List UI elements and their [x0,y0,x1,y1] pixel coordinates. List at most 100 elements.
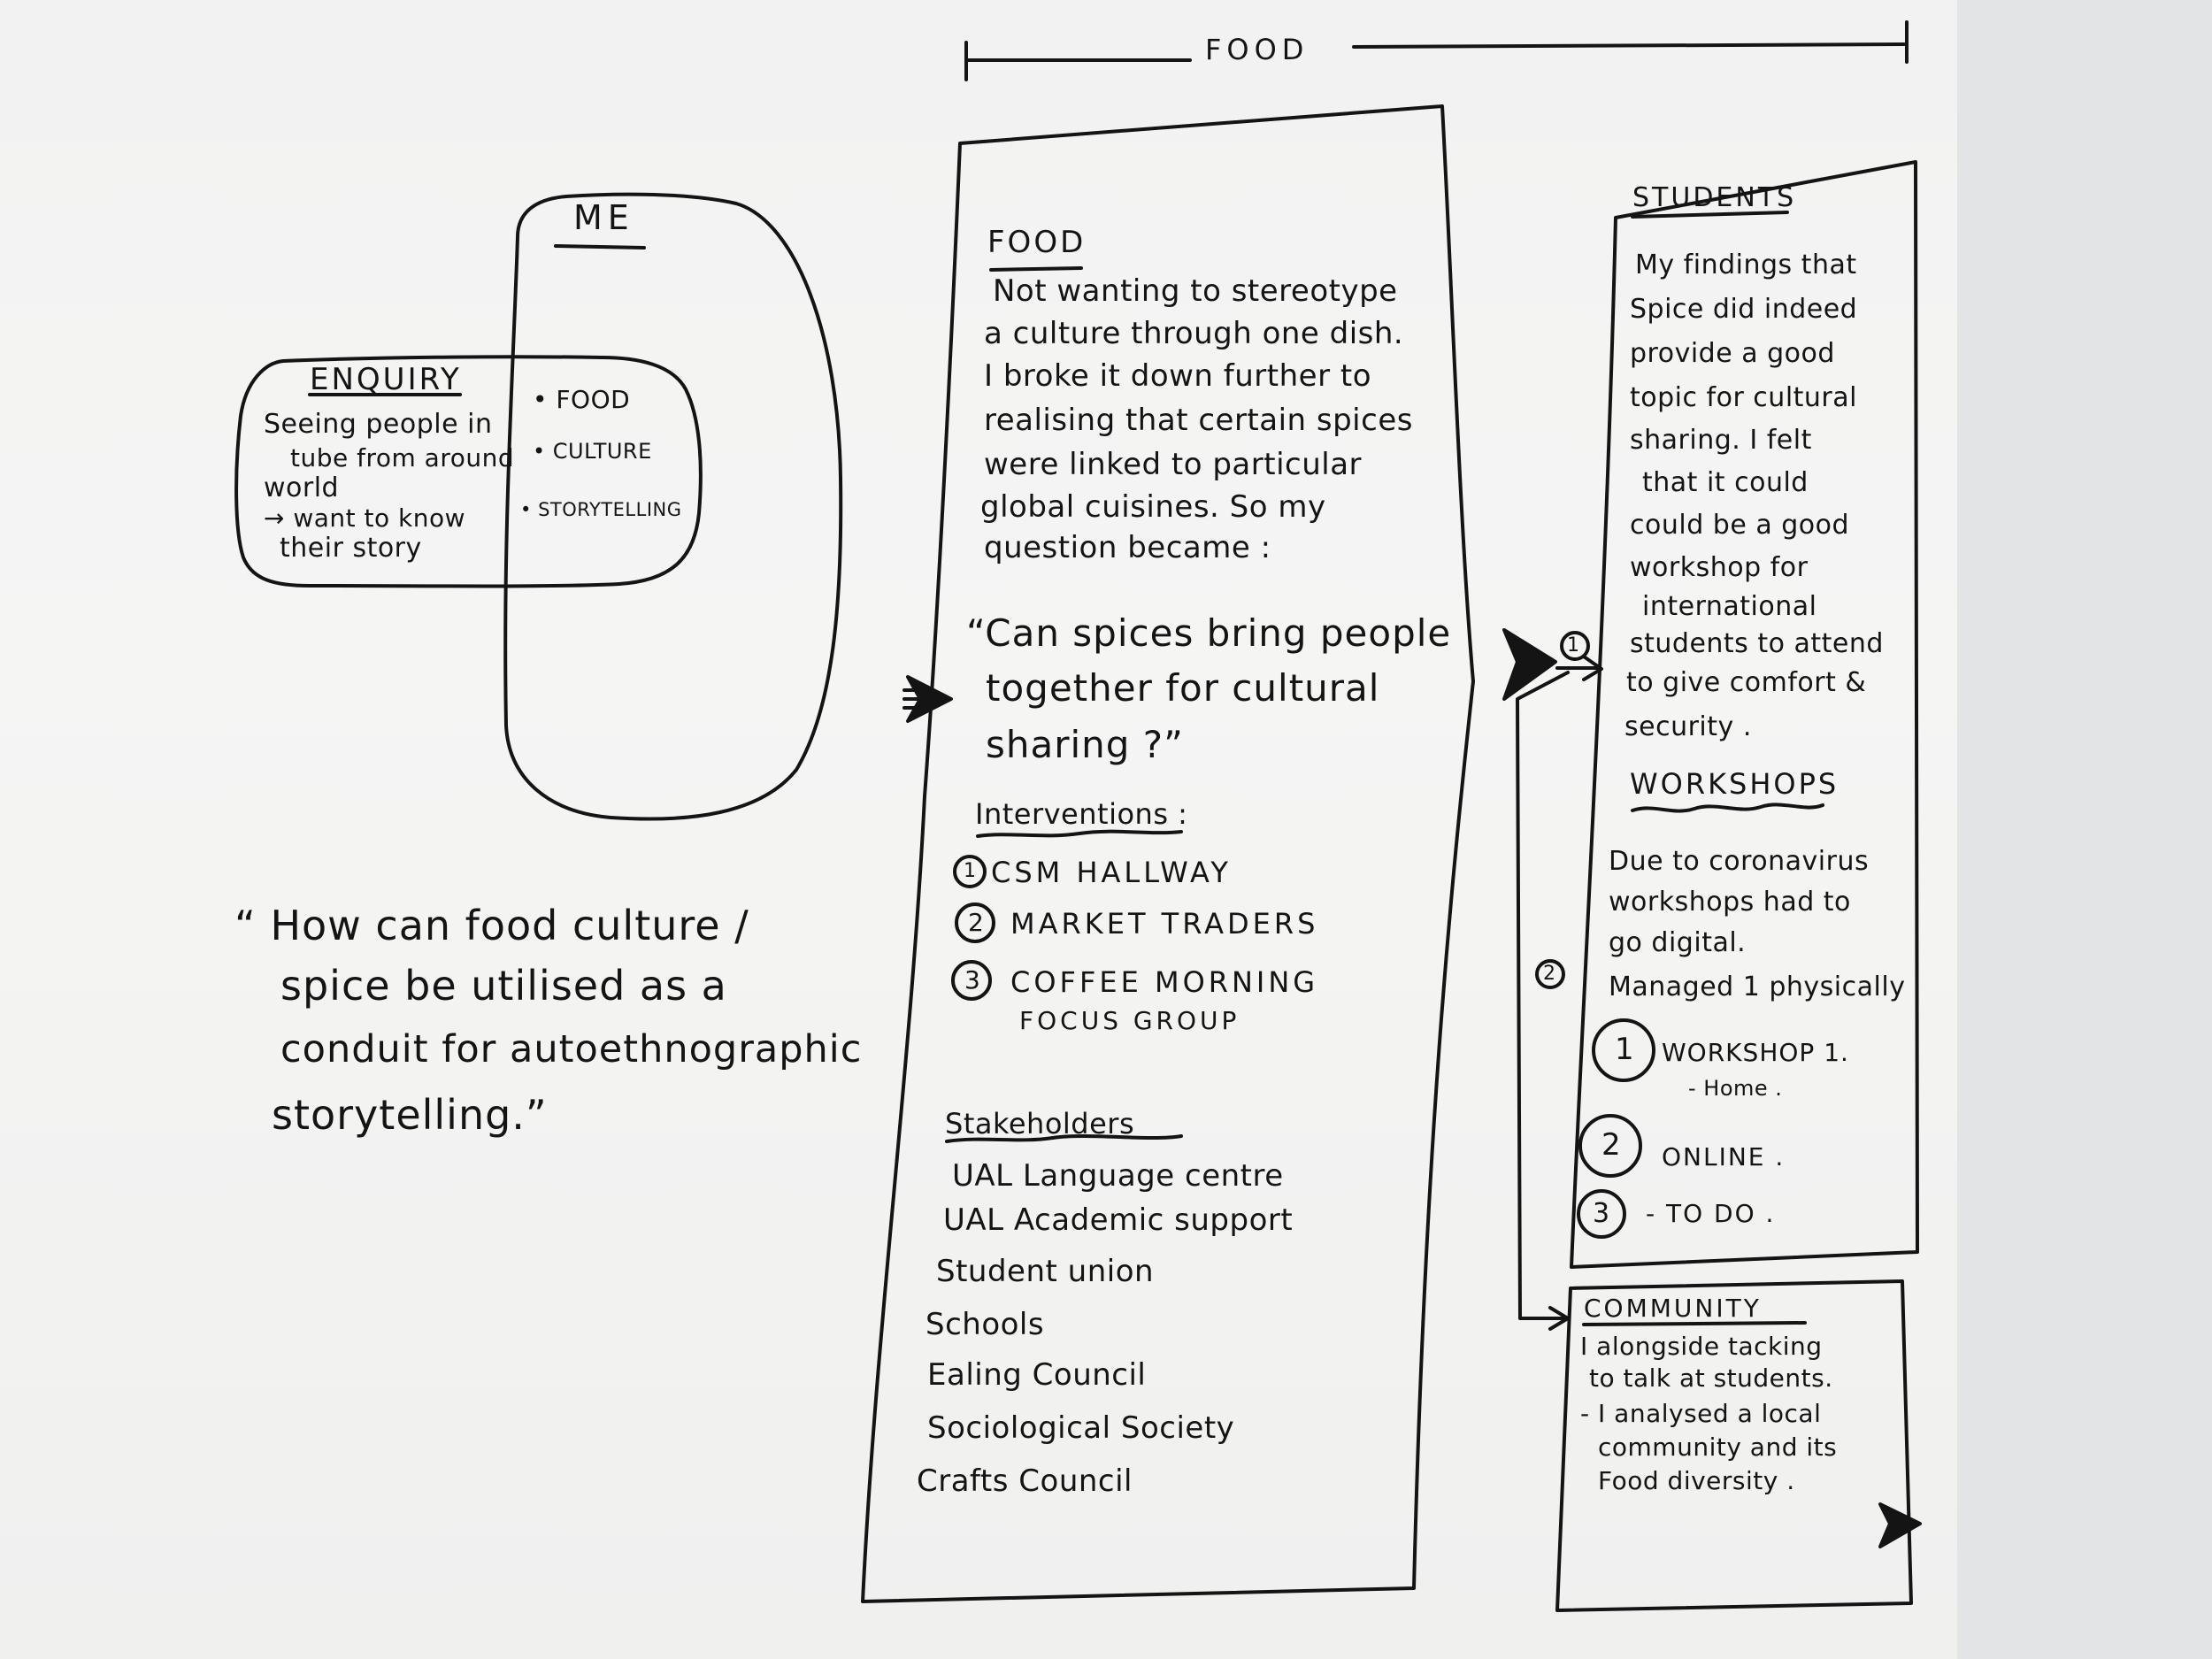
enquiry-line: tube from around [290,443,515,472]
workshops-line: workshops had to [1609,887,1851,918]
workshop-num: 2 [1601,1127,1622,1163]
workshop-label: - TO DO . [1646,1199,1776,1228]
stakeholder: UAL Academic support [943,1202,1294,1238]
food-question-line: “Can spices bring people [966,611,1452,655]
workshops-line: go digital. [1609,927,1747,958]
intervention-num: 2 [968,908,985,937]
intervention-circle-1 [953,855,987,888]
workshop-circle-2 [1578,1114,1642,1178]
interventions-title: Interventions : [975,797,1188,831]
arrow-into-food-tail [902,688,926,710]
question-line: conduit for autoethnographic [280,1027,863,1071]
intervention-label: MARKET TRADERS [1010,907,1319,941]
workshops-title: WORKSHOPS [1630,767,1839,801]
background-strip [1957,0,2212,1659]
question-line: “ How can food culture / [234,902,749,949]
food-intro-line: global cuisines. So my [980,489,1326,525]
overlap-item-label: STORYTELLING [538,499,682,520]
enquiry-line: their story [280,533,422,564]
enquiry-line: → want to know [264,503,466,533]
food-question-line: sharing ?” [986,723,1184,766]
workshops-line: Managed 1 physically [1609,972,1906,1002]
paper-sheet [0,0,1957,1659]
food-intro-line: Not wanting to stereotype [993,273,1398,309]
students-line: My findings that [1635,250,1857,280]
banner-title: FOOD [1205,33,1310,66]
community-line: I alongside tacking [1580,1332,1823,1361]
stakeholder: UAL Language centre [952,1158,1284,1194]
community-line: - I analysed a local [1580,1399,1822,1428]
food-title-underline [989,266,1083,272]
enquiry-line: world [264,472,340,503]
enquiry-line: Seeing people in [264,409,493,440]
workshop-num: 3 [1593,1198,1610,1229]
community-title: COMMUNITY [1584,1294,1762,1323]
workshop-circle-3 [1577,1189,1626,1239]
connector-label-2: 2 [1543,963,1556,985]
students-line: students to attend [1630,628,1884,659]
stakeholder: Schools [926,1307,1045,1342]
me-label: ME [573,198,634,237]
intervention-label: CSM HALLWAY [991,856,1232,889]
community-line: community and its [1598,1432,1838,1462]
stakeholders-title: Stakeholders [945,1107,1135,1141]
workshop-label: WORKSHOP 1. [1662,1038,1849,1067]
workshops-underline [1631,803,1824,813]
workshops-line: Due to coronavirus [1609,846,1870,877]
students-title-underline [1631,211,1789,219]
overlap-item: • FOOD [533,385,631,414]
stakeholder: Sociological Society [927,1410,1235,1446]
overlap-item-label: FOOD [556,385,631,414]
question-line: storytelling.” [272,1091,548,1139]
students-column-border [1570,160,1919,1269]
connector-2 [1516,671,1570,1320]
connector-circle-2 [1535,959,1565,989]
intervention-num: 1 [964,860,977,882]
intervention-circle-2 [955,902,995,943]
intervention-label-cont: FOCUS GROUP [1019,1006,1240,1035]
connector-circle-1 [1560,631,1590,661]
intervention-circle-3 [951,960,992,1001]
food-title: FOOD [987,225,1087,260]
students-line: topic for cultural [1630,382,1857,413]
stakeholder: Crafts Council [917,1463,1133,1499]
community-line: to talk at students. [1589,1363,1833,1393]
stakeholders-underline [945,1134,1183,1143]
enquiry-title: ENQUIRY [310,362,462,397]
food-intro-line: a culture through one dish. [984,316,1404,351]
food-intro-line: question became : [984,530,1271,565]
arrow-out-community [1878,1502,1922,1548]
students-line: international [1642,591,1817,622]
students-line: Spice did indeed [1630,294,1858,325]
question-line: spice be utilised as a [280,962,727,1010]
students-line: that it could [1642,467,1809,498]
food-question-line: together for cultural [986,666,1380,710]
workshop-num: 1 [1615,1032,1635,1067]
students-line: sharing. I felt [1630,425,1812,456]
overlap-item: • CULTURE [533,439,652,464]
workshop-label: ONLINE . [1662,1142,1786,1171]
overlap-item-label: CULTURE [552,439,652,464]
students-title: STUDENTS [1632,182,1797,213]
students-line: to give comfort & [1626,667,1867,698]
connector-label-1: 1 [1567,634,1580,657]
community-box-border [1555,1279,1913,1612]
arrow-food-to-students [1502,628,1557,701]
stakeholder: Ealing Council [927,1357,1147,1393]
intervention-label: COFFEE MORNING [1010,965,1319,999]
me-shape [503,192,843,821]
food-intro-line: were linked to particular [984,447,1363,482]
workshop-sub: - Home . [1688,1076,1783,1101]
students-line: security . [1624,711,1752,742]
students-line: workshop for [1630,552,1809,583]
intervention-num: 3 [964,965,981,995]
stakeholder: Student union [936,1254,1155,1289]
community-line: Food diversity . [1598,1466,1795,1495]
community-title-underline [1582,1321,1807,1326]
food-intro-line: I broke it down further to [984,358,1371,394]
students-line: provide a good [1630,338,1835,369]
overlap-item: • STORYTELLING [520,499,682,520]
interventions-underline [976,829,1183,838]
food-intro-line: realising that certain spices [984,403,1413,438]
